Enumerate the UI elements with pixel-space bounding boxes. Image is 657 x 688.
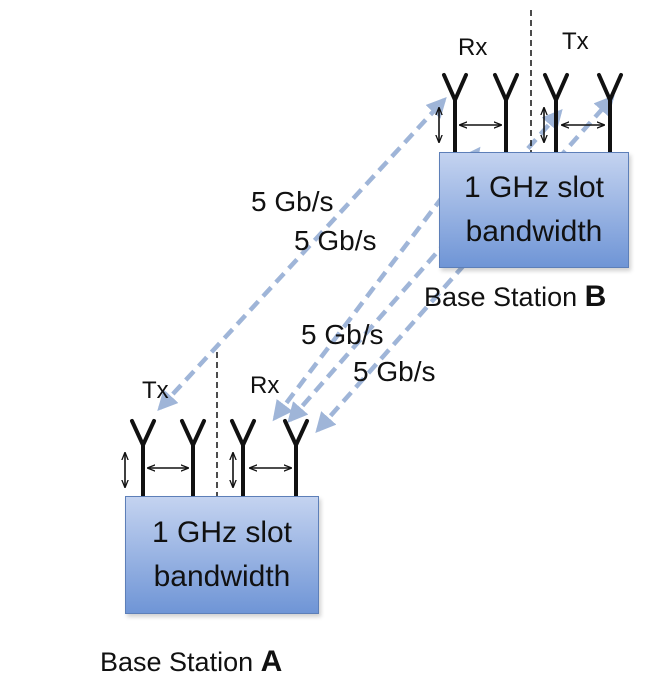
link-rate-label: 5 Gb/s [294, 225, 377, 256]
station-b-rx-label: Rx [458, 34, 488, 61]
antenna-icon [543, 73, 569, 154]
link-rate-label: 5 Gb/s [353, 356, 436, 387]
station-b-name: Base Station [424, 282, 585, 312]
link-rate-label: 5 Gb/s [251, 186, 334, 217]
station-a-letter: A [260, 645, 283, 678]
station-a-antennas [130, 419, 309, 498]
station-b-caption: Base Station B [424, 280, 606, 314]
antenna-icon [230, 419, 256, 498]
station-b-box: 1 GHz slot bandwidth [439, 152, 629, 268]
station-a-box: 1 GHz slot bandwidth [125, 496, 319, 614]
antenna-icon [283, 419, 309, 498]
antenna-icon [130, 419, 156, 498]
station-a-box-text: 1 GHz slot bandwidth [151, 516, 293, 593]
station-a-name: Base Station [100, 647, 261, 677]
station-a-caption: Base Station A [100, 645, 282, 679]
antenna-icon [180, 419, 206, 498]
station-b-letter: B [584, 280, 607, 313]
antenna-icon [442, 73, 468, 154]
station-a-spacing-arrows [125, 453, 291, 487]
station-a-rx-label: Rx [250, 372, 280, 399]
antenna-icon [597, 73, 623, 154]
station-a-tx-label: Tx [142, 377, 169, 404]
station-b-spacing-arrows [439, 108, 604, 142]
station-b-antennas [442, 73, 623, 154]
link-rate-label: 5 Gb/s [301, 319, 384, 350]
antenna-icon [493, 73, 519, 154]
station-b-box-text: 1 GHz slot bandwidth [463, 171, 605, 248]
station-b-tx-label: Tx [562, 28, 589, 55]
